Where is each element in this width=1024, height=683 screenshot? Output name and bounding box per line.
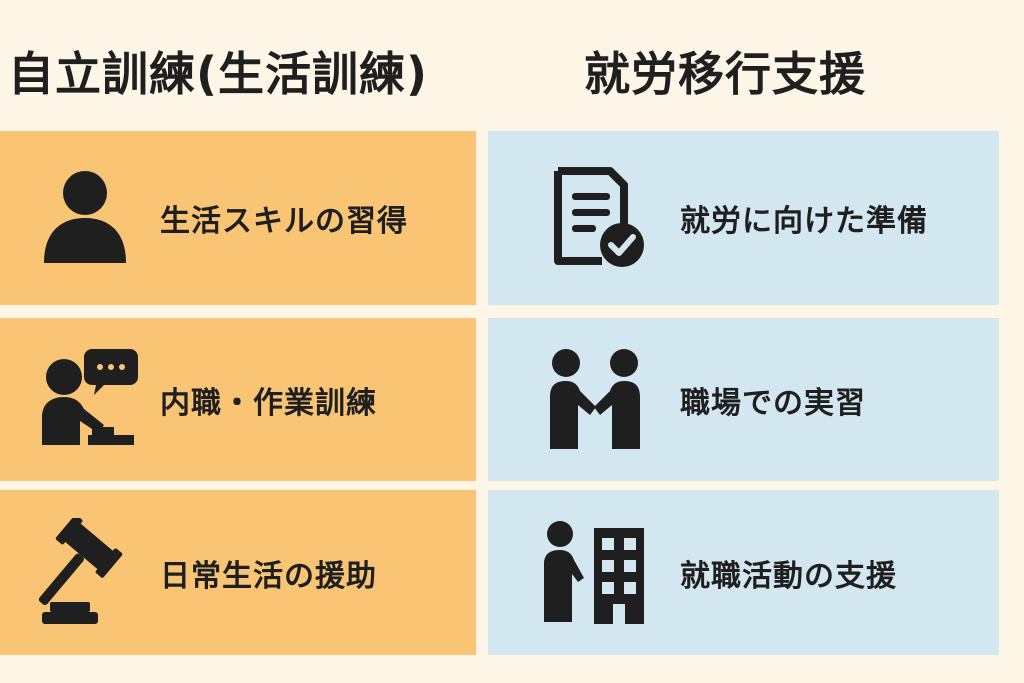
right-card-job-preparation-label: 就労に向けた準備 (680, 204, 928, 239)
left-card-work-training: 内職・作業訓練 (0, 318, 476, 481)
person-icon (44, 171, 126, 263)
right-column-title: 就労移行支援 (584, 47, 866, 101)
handshake-icon (550, 348, 640, 449)
right-card-workplace-practice-label: 職場での実習 (680, 385, 866, 421)
left-card-daily-support: 日常生活の援助 (0, 490, 476, 655)
left-card-life-skills: 生活スキルの習得 (0, 131, 476, 305)
left-card-life-skills-label: 生活スキルの習得 (160, 204, 408, 239)
right-card-workplace-practice: 職場での実習 (488, 318, 999, 481)
left-card-work-training-label: 内職・作業訓練 (160, 385, 377, 421)
right-card-job-preparation: 就労に向けた準備 (488, 131, 999, 305)
right-card-job-hunting-support-label: 就職活動の支援 (680, 558, 897, 594)
right-card-job-hunting-support: 就職活動の支援 (488, 490, 999, 655)
document-check-icon (554, 167, 644, 267)
gavel-icon (38, 517, 123, 624)
person-working-speech-icon (42, 348, 138, 445)
person-building-icon (544, 520, 644, 624)
left-column-title: 自立訓練(生活訓練) (8, 47, 429, 101)
left-card-daily-support-label: 日常生活の援助 (160, 558, 377, 594)
